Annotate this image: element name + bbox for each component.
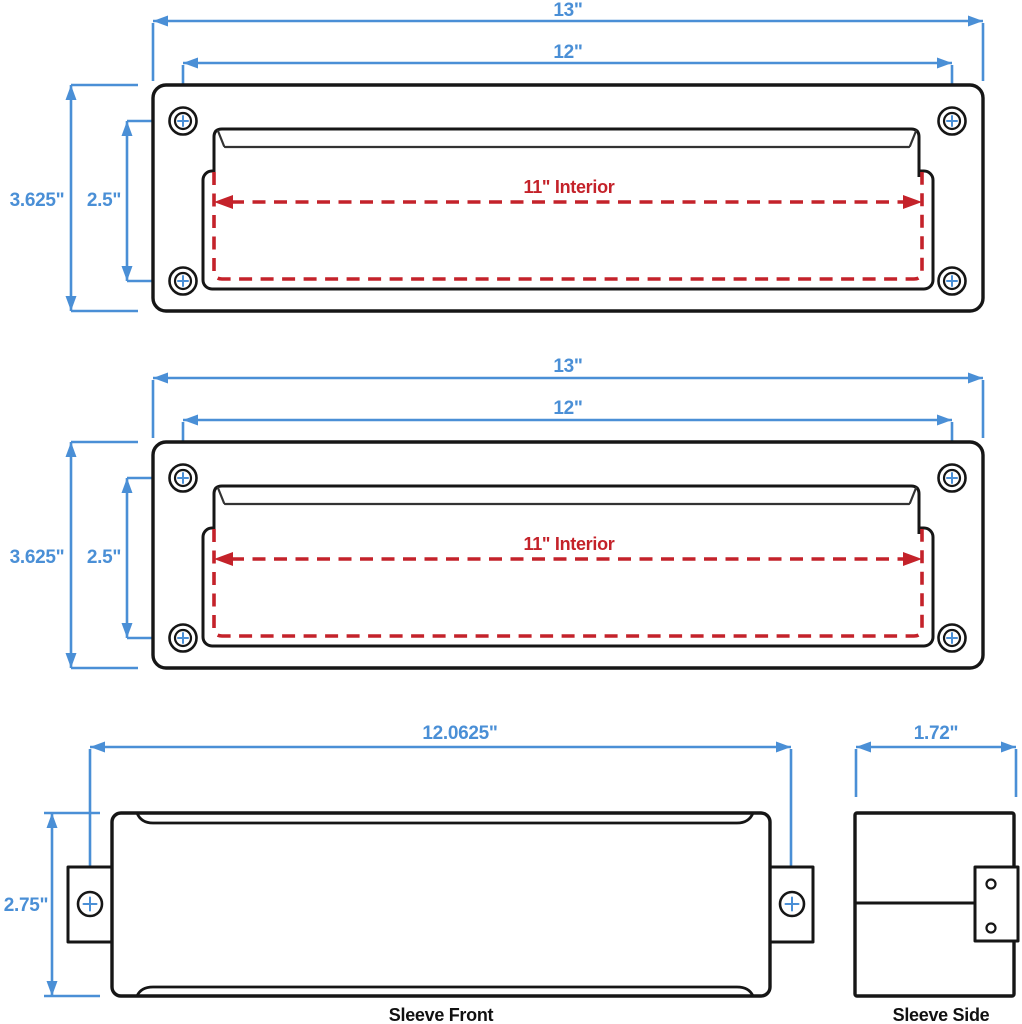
sleeve-top-lip (135, 811, 755, 825)
arrow-left-icon (856, 741, 871, 753)
dim-label-screw-width: 12" (553, 398, 582, 419)
tab-screw-left (76, 890, 104, 918)
dim-label-sleeve-height: 2.75" (4, 895, 49, 916)
sleeve-side-view (853, 741, 1020, 998)
dim-label-screw-width: 12" (553, 42, 582, 63)
dim-label-sleeve-depth: 1.72" (914, 723, 959, 744)
tab-hole-top (985, 878, 997, 890)
sleeve-bottom-lip (135, 985, 755, 998)
arrow-left-icon (90, 741, 105, 753)
tab-screw-right (778, 890, 806, 918)
arrow-up-icon (46, 813, 58, 828)
interior-width-label: 11" Interior (524, 534, 615, 554)
sleeve-front-view (44, 741, 815, 998)
faceplate-view-top (66, 16, 984, 312)
tab-hole-bottom (985, 922, 997, 934)
dim-label-overall-height: 3.625" (10, 190, 65, 211)
sleeve-front-outline (110, 811, 772, 998)
arrow-down-icon (46, 981, 58, 996)
sleeve-side-caption: Sleeve Side (893, 1005, 990, 1024)
side-mount-tab (973, 865, 1020, 943)
faceplate-view-bottom (66, 373, 984, 669)
arrow-right-icon (776, 741, 791, 753)
arrow-right-icon (1001, 741, 1016, 753)
sleeve-front-caption: Sleeve Front (389, 1005, 494, 1024)
interior-width-label: 11" Interior (524, 177, 615, 197)
dim-label-sleeve-width: 12.0625" (422, 723, 497, 744)
dim-label-overall-width: 13" (553, 356, 582, 377)
dim-label-overall-height: 3.625" (10, 547, 65, 568)
dim-label-screw-height: 2.5" (87, 547, 121, 568)
mount-tab-left (66, 865, 114, 944)
dim-label-overall-width: 13" (553, 0, 582, 21)
dim-label-screw-height: 2.5" (87, 190, 121, 211)
